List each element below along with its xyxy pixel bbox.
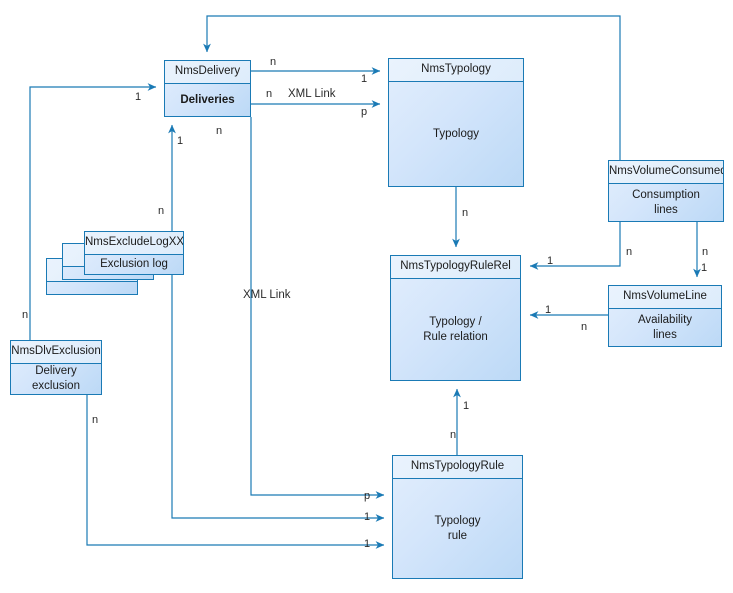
edge-dlvexclusion-to-rule [86,395,385,549]
entity-nms-delivery[interactable]: NmsDelivery Deliveries [164,60,251,117]
edge-label-rule-1a: 1 [364,511,371,523]
edge-label-volconsumed-right-n: n [702,246,709,258]
edge-label-rulerel-volline-n: n [581,321,588,333]
edge-label-xml-link-middle: XML Link [243,289,291,301]
entity-label: Typology /Rule relation [423,315,488,343]
edge-label-rule-rulerel-n: n [450,429,457,441]
edge-label-volconsumed-left-n: n [626,246,633,258]
edge-label-rule-p: p [364,490,371,502]
entity-header: NmsDlvExclusion [11,341,101,364]
entity-header: NmsDelivery [165,61,250,84]
edge-excludelog-to-rule [171,290,385,522]
edge-label-delivery-typology-xml-n: n [266,88,273,100]
edge-label-delivery-bottom-n: n [216,125,223,137]
edge-label-volline-1: 1 [701,262,708,274]
entity-header: NmsTypologyRuleRel [391,256,520,279]
entity-header: NmsExcludeLogXX [85,232,183,255]
edge-label-delivery-bottom-1: 1 [177,135,184,147]
edge-label-rule-1b: 1 [364,538,371,550]
edge-label-dlv-exclusion-bottom-n: n [92,414,99,426]
edge-label-rulerel-volconsumed-1: 1 [547,255,554,267]
entity-label [47,282,137,294]
edge-label-dlv-exclusion-left-n: n [22,309,29,321]
edge-label-delivery-typology-p: p [361,106,368,118]
entity-nms-typology[interactable]: NmsTypology Typology [388,58,524,187]
edge-label-rule-rulerel-1: 1 [463,400,470,412]
entity-label: Deliveries [180,93,235,106]
entity-nms-exclude-log-xx[interactable]: NmsExcludeLogXX Exclusion log [84,231,184,275]
entity-header: NmsTypologyRule [393,456,522,479]
entity-nms-typology-rule-rel[interactable]: NmsTypologyRuleRel Typology /Rule relati… [390,255,521,381]
entity-label: Exclusion log [100,258,168,270]
edge-label-rulerel-volline-1: 1 [545,304,552,316]
edge-label-delivery-left-1: 1 [135,91,142,103]
edge-volconsumed-to-rule-rel [529,222,621,270]
edge-label-exclude-log-n: n [158,205,165,217]
entity-label: Typology [432,127,480,140]
edge-label-xml-link-top: XML Link [288,88,336,100]
edge-delivery-to-rule-xml [250,117,385,499]
edge-label-delivery-typology-1: 1 [361,73,368,85]
entity-header: NmsVolumeLine [609,286,721,309]
edge-label-typology-rulerel-n: n [462,207,469,219]
edge-label-delivery-typology-n: n [270,56,277,68]
entity-header: NmsTypology [389,59,523,82]
edge-dlvexclusion-to-delivery [29,83,157,340]
entity-header: NmsVolumeConsumed [609,161,723,184]
